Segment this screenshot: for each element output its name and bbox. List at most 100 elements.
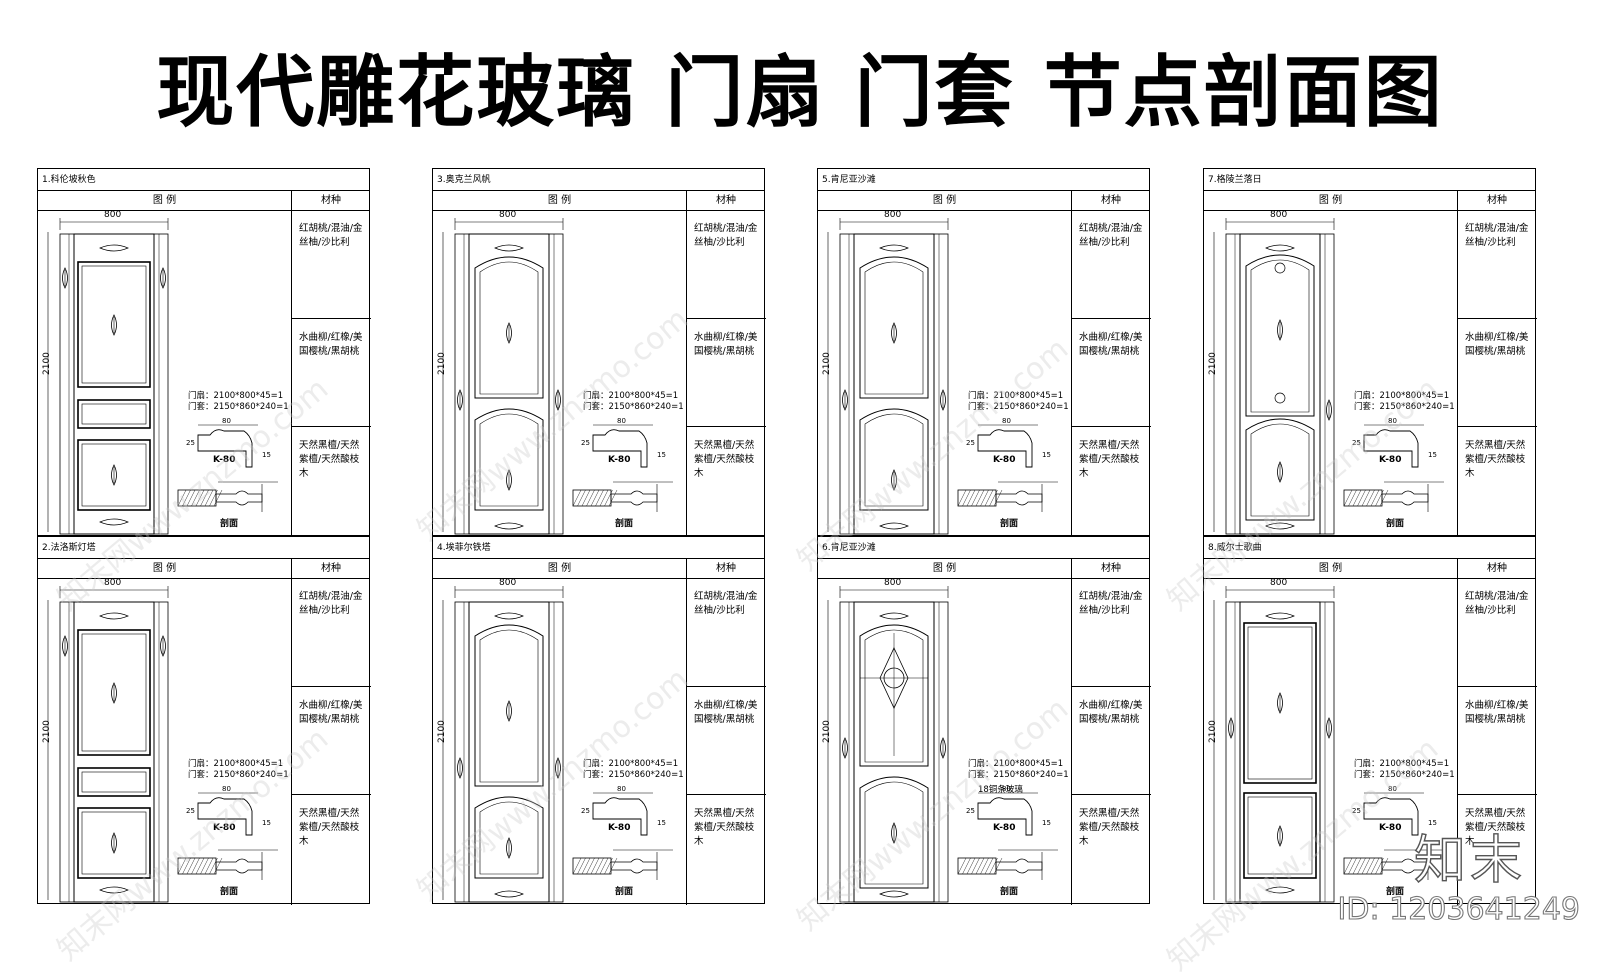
drawing-sheet: 6.肯尼亚沙滩 图 例 材种 红胡桃/混油/金丝柚/沙比利 水曲柳/红橡/美国樱…: [817, 536, 1151, 905]
legend-header: 图 例: [1318, 195, 1343, 206]
column-divider: [1071, 191, 1072, 537]
material-cell: 天然黑檀/天然紫檀/天然酸枝木: [686, 794, 766, 905]
door-frame-spec: 门套：2150*860*240=1: [583, 402, 684, 412]
glass-note: 18铜条玻璃: [978, 785, 1023, 795]
material-header: 材种: [1487, 195, 1507, 206]
column-header: 图 例 材种: [1204, 191, 1535, 211]
material-cell: 红胡桃/混油/金丝柚/沙比利: [1465, 591, 1529, 616]
profile-label: K-80: [1379, 823, 1402, 833]
door-leaf-spec: 门扇：2100*800*45=1: [188, 759, 284, 769]
svg-text:80: 80: [1002, 785, 1011, 793]
material-cell: 天然黑檀/天然紫檀/天然酸枝木: [291, 426, 371, 537]
drawing-sheet: 1.科伦坡秋色 图 例 材种 红胡桃/混油/金丝柚/沙比利 水曲柳/红橡/美国樱…: [37, 168, 371, 537]
material-header: 材种: [1101, 195, 1121, 206]
svg-text:80: 80: [617, 785, 626, 793]
material-header: 材种: [1487, 563, 1507, 574]
width-dimension: 800: [499, 210, 517, 220]
profile-label: K-80: [213, 823, 236, 833]
material-cell: 水曲柳/红橡/美国樱桃/黑胡桃: [686, 686, 766, 794]
profile-label: K-80: [993, 455, 1016, 465]
door-leaf-spec: 门扇：2100*800*45=1: [1354, 759, 1450, 769]
drawing-sheet: 3.奥克兰风帆 图 例 材种 红胡桃/混油/金丝柚/沙比利 水曲柳/红橡/美国樱…: [432, 168, 766, 537]
door-elevation-drawing: 80 25 15: [47, 218, 278, 535]
legend-header: 图 例: [932, 563, 957, 574]
section-label: 剖面: [1386, 519, 1405, 529]
door-leaf-spec: 门扇：2100*800*45=1: [968, 759, 1064, 769]
column-divider: [1071, 559, 1072, 905]
legend-header: 图 例: [547, 563, 572, 574]
width-dimension: 800: [499, 578, 517, 588]
material-cell: 红胡桃/混油/金丝柚/沙比利: [694, 591, 758, 616]
svg-text:80: 80: [1388, 785, 1397, 793]
svg-text:15: 15: [1042, 819, 1051, 827]
legend-header: 图 例: [932, 195, 957, 206]
svg-text:15: 15: [657, 451, 666, 459]
material-cell: 水曲柳/红橡/美国樱桃/黑胡桃: [686, 318, 766, 426]
legend-header: 图 例: [152, 195, 177, 206]
door-leaf-spec: 门扇：2100*800*45=1: [968, 391, 1064, 401]
material-header: 材种: [716, 195, 736, 206]
door-leaf-spec: 门扇：2100*800*45=1: [1354, 391, 1450, 401]
svg-text:80: 80: [1388, 417, 1397, 425]
svg-text:80: 80: [222, 417, 231, 425]
brand-logo: 知末: [1413, 830, 1526, 891]
svg-text:80: 80: [222, 785, 231, 793]
column-header: 图 例 材种: [818, 559, 1149, 579]
material-cell: 天然黑檀/天然紫檀/天然酸枝木: [686, 426, 766, 537]
door-frame-spec: 门套：2150*860*240=1: [188, 770, 289, 780]
width-dimension: 800: [1270, 578, 1288, 588]
section-label: 剖面: [615, 519, 634, 529]
profile-label: K-80: [993, 823, 1016, 833]
section-label: 剖面: [220, 519, 239, 529]
material-cell: 天然黑檀/天然紫檀/天然酸枝木: [1457, 426, 1537, 537]
page-title: 现代雕花玻璃 门扇 门套 节点剖面图: [156, 48, 1444, 138]
material-header: 材种: [321, 563, 341, 574]
profile-label: K-80: [1379, 455, 1402, 465]
door-elevation-drawing: 80 25 15: [1213, 586, 1444, 903]
profile-label: K-80: [608, 455, 631, 465]
door-frame-spec: 门套：2150*860*240=1: [583, 770, 684, 780]
svg-text:25: 25: [1352, 807, 1361, 815]
column-divider: [1457, 191, 1458, 537]
svg-text:15: 15: [1428, 451, 1437, 459]
drawing-sheet: 2.法洛斯灯塔 图 例 材种 红胡桃/混油/金丝柚/沙比利 水曲柳/红橡/美国樱…: [37, 536, 371, 905]
column-divider: [291, 191, 292, 537]
column-header: 图 例 材种: [433, 559, 764, 579]
svg-text:15: 15: [262, 819, 271, 827]
material-cell: 红胡桃/混油/金丝柚/沙比利: [299, 223, 363, 248]
width-dimension: 800: [884, 210, 902, 220]
material-cell: 水曲柳/红橡/美国樱桃/黑胡桃: [1457, 686, 1537, 794]
material-header: 材种: [321, 195, 341, 206]
svg-text:15: 15: [1428, 819, 1437, 827]
svg-text:25: 25: [186, 439, 195, 447]
material-cell: 红胡桃/混油/金丝柚/沙比利: [1465, 223, 1529, 248]
width-dimension: 800: [1270, 210, 1288, 220]
sheet-title: 6.肯尼亚沙滩: [818, 537, 1149, 559]
svg-text:15: 15: [262, 451, 271, 459]
material-header: 材种: [1101, 563, 1121, 574]
column-header: 图 例 材种: [38, 191, 369, 211]
svg-text:25: 25: [966, 439, 975, 447]
door-frame-spec: 门套：2150*860*240=1: [1354, 770, 1455, 780]
material-cell: 水曲柳/红橡/美国樱桃/黑胡桃: [1071, 318, 1151, 426]
column-divider: [291, 559, 292, 905]
sheet-title: 3.奥克兰风帆: [433, 169, 764, 191]
drawing-sheet: 4.埃菲尔铁塔 图 例 材种 红胡桃/混油/金丝柚/沙比利 水曲柳/红橡/美国樱…: [432, 536, 766, 905]
drawing-sheet: 8.威尔士歌曲 图 例 材种 红胡桃/混油/金丝柚/沙比利 水曲柳/红橡/美国樱…: [1203, 536, 1537, 905]
svg-text:15: 15: [657, 819, 666, 827]
section-label: 剖面: [1000, 519, 1019, 529]
profile-label: K-80: [213, 455, 236, 465]
sheet-title: 4.埃菲尔铁塔: [433, 537, 764, 559]
sheet-title: 2.法洛斯灯塔: [38, 537, 369, 559]
sheet-title: 5.肯尼亚沙滩: [818, 169, 1149, 191]
column-header: 图 例 材种: [818, 191, 1149, 211]
material-cell: 水曲柳/红橡/美国樱桃/黑胡桃: [291, 686, 371, 794]
drawing-sheet: 7.格陵兰落日 图 例 材种 红胡桃/混油/金丝柚/沙比利 水曲柳/红橡/美国樱…: [1203, 168, 1537, 537]
profile-label: K-80: [608, 823, 631, 833]
image-id: ID: 1203641249: [1337, 891, 1581, 927]
svg-text:80: 80: [1002, 417, 1011, 425]
